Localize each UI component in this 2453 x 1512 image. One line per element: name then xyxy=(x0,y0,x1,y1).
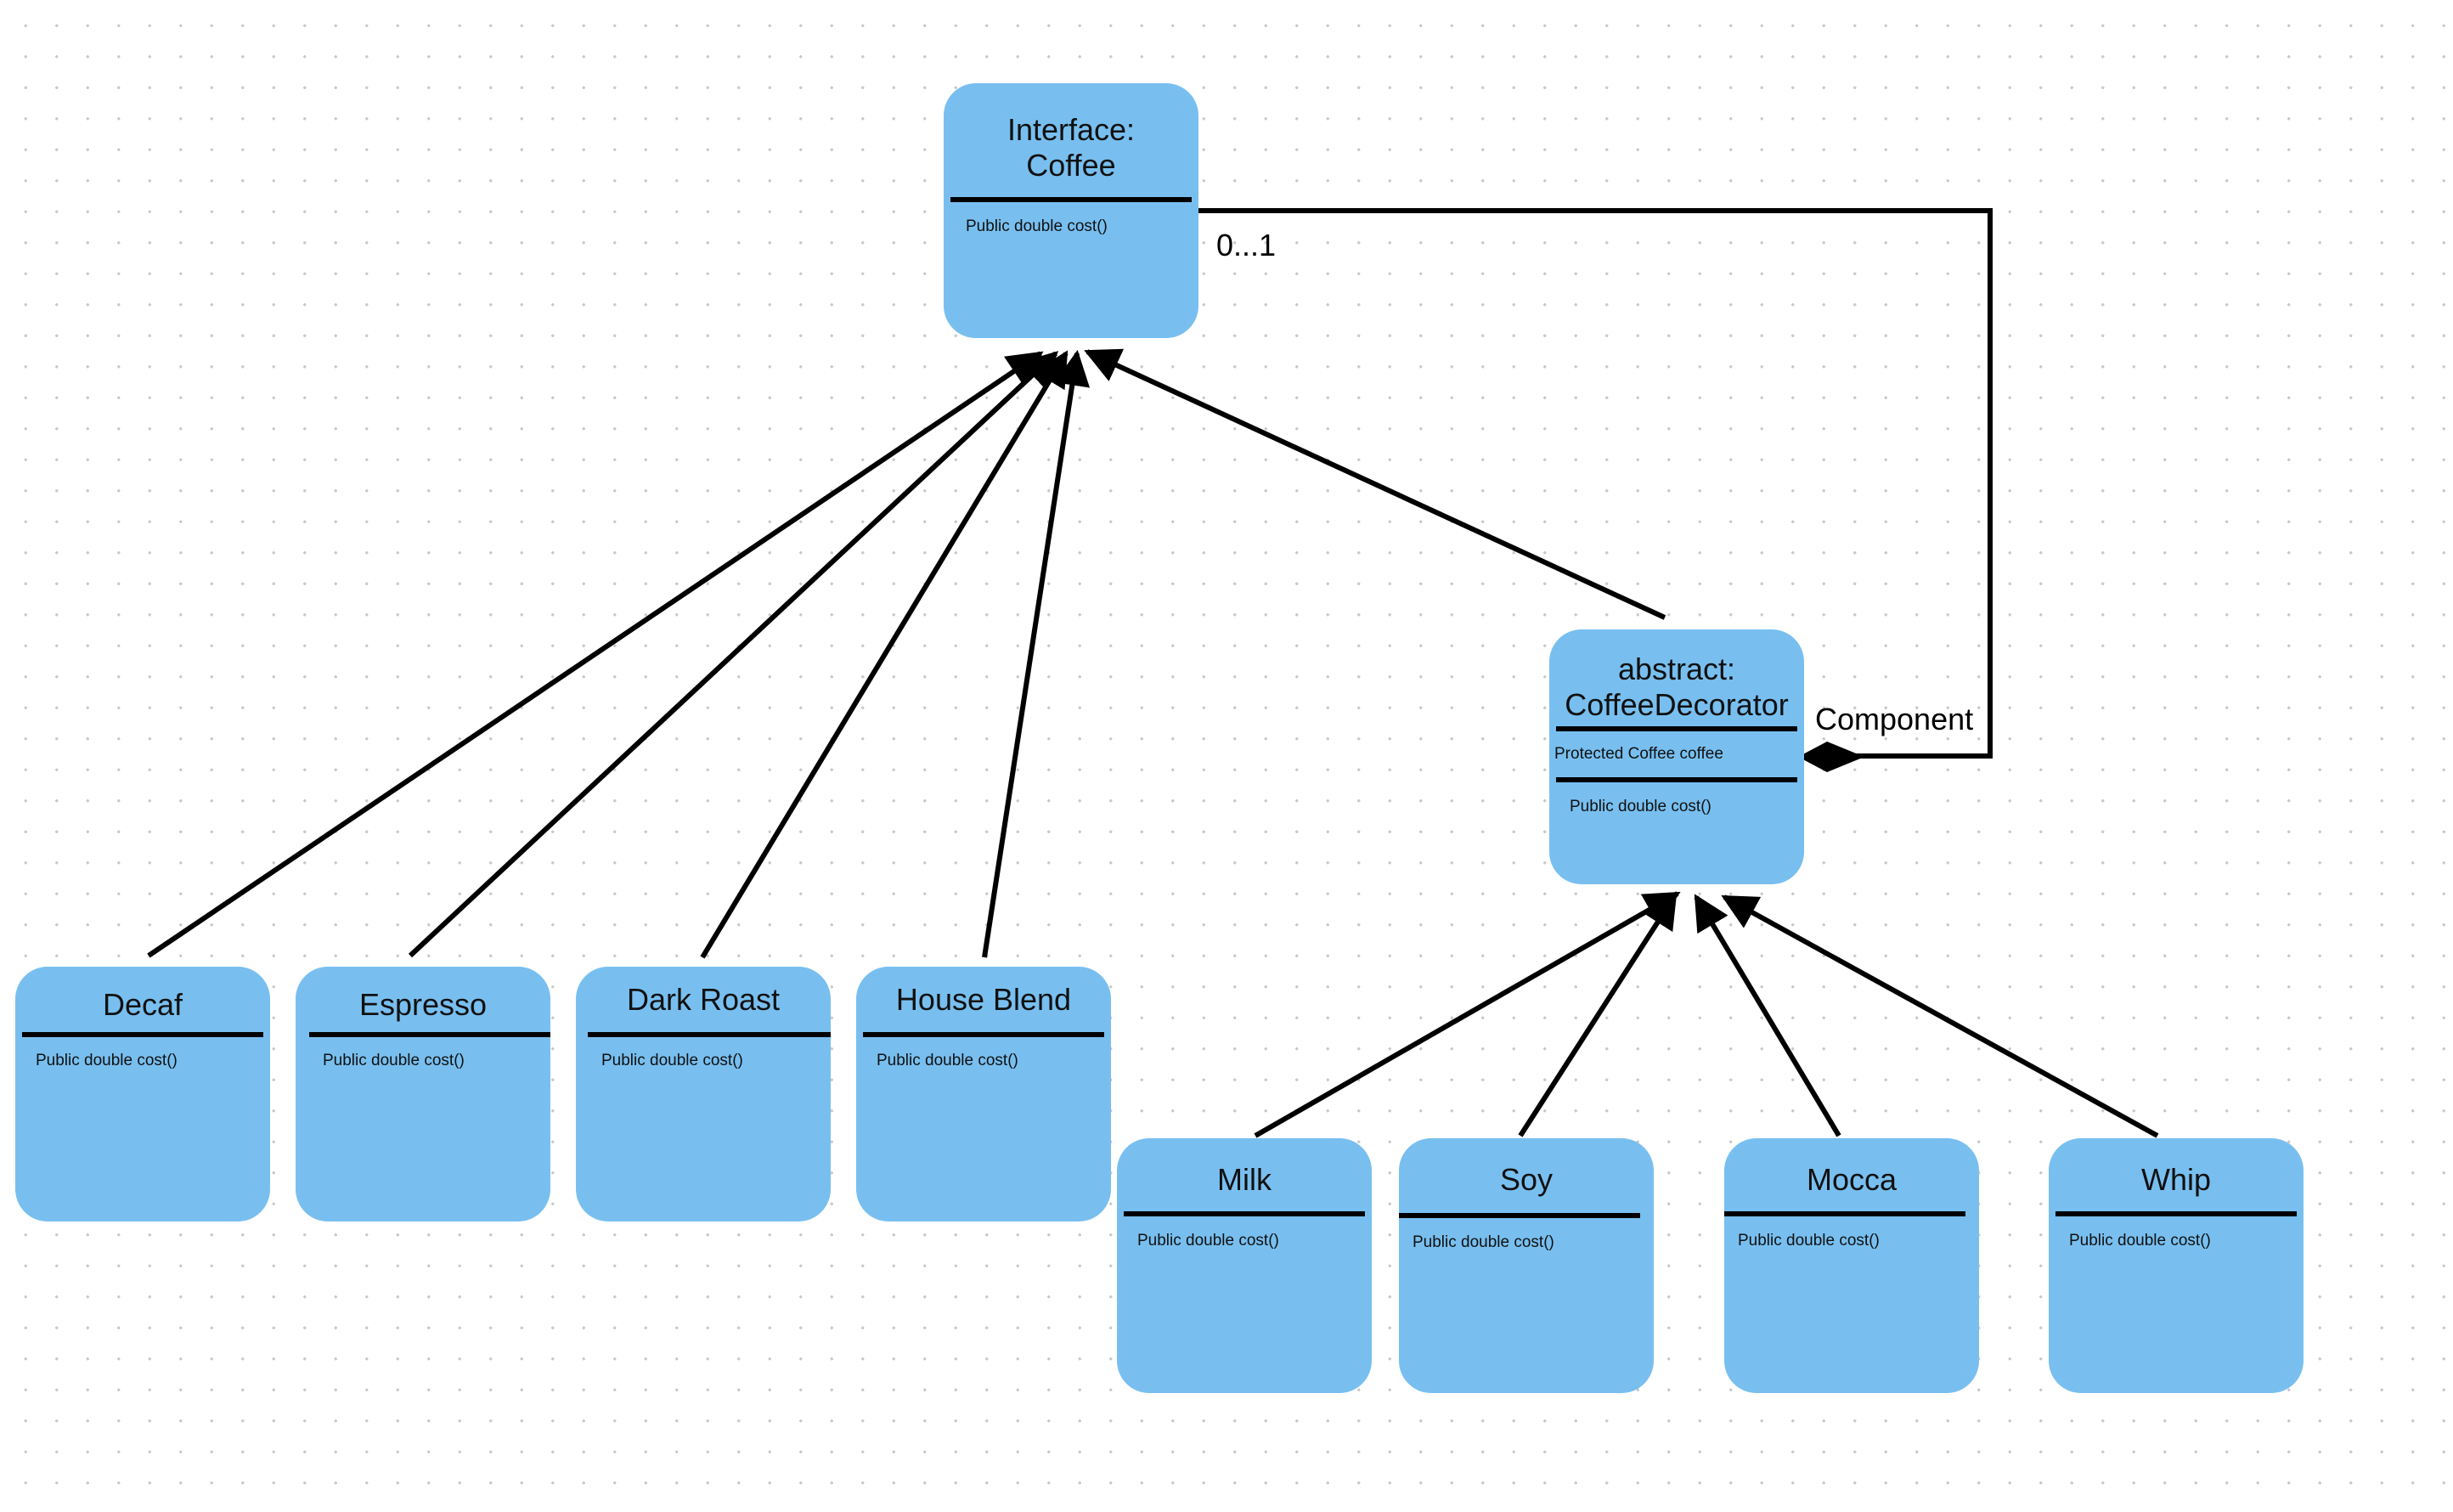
role-label-component: Component xyxy=(1815,702,1974,736)
component-name: House Blend xyxy=(895,982,1072,1017)
interface-coffee-title-line1: Interface: xyxy=(1007,112,1136,147)
interface-coffee-method: Public double cost() xyxy=(966,217,1108,235)
composition-diamond xyxy=(1798,742,1864,772)
decorator-name: Soy xyxy=(1499,1162,1554,1197)
component-divider xyxy=(588,1032,831,1037)
component-method: Public double cost() xyxy=(36,1052,178,1069)
abstract-decorator-title-line1: abstract: xyxy=(1617,652,1736,686)
decorator-box-soy[interactable]: Soy Public double cost() xyxy=(1399,1138,1654,1393)
multiplicity-label: 0...1 xyxy=(1216,228,1277,262)
edge-decaf-to-coffee xyxy=(147,351,1044,958)
abstract-decorator-divider-2 xyxy=(1556,777,1797,782)
edge-composition-coffee xyxy=(1198,208,1993,759)
edge-espresso-to-coffee xyxy=(408,351,1059,958)
component-box-decaf[interactable]: Decaf Public double cost() xyxy=(15,967,270,1221)
decorator-box-mocca[interactable]: Mocca Public double cost() xyxy=(1724,1138,1979,1393)
abstract-decorator-field: Protected Coffee coffee xyxy=(1554,745,1723,763)
interface-coffee-title-line2: Coffee xyxy=(1026,148,1116,183)
component-name: Espresso xyxy=(358,987,488,1022)
edge-mocca-to-decorator xyxy=(1694,894,1841,1137)
component-name: Decaf xyxy=(102,987,183,1022)
abstract-decorator-method: Public double cost() xyxy=(1570,798,1711,815)
decorator-divider xyxy=(1124,1211,1365,1216)
edge-milk-to-decorator xyxy=(1254,891,1681,1138)
component-box-house-blend[interactable]: House Blend Public double cost() xyxy=(856,967,1111,1221)
decorator-box-milk[interactable]: Milk Public double cost() xyxy=(1117,1138,1372,1393)
decorator-method: Public double cost() xyxy=(2069,1232,2211,1250)
edge-soy-to-decorator xyxy=(1518,892,1678,1137)
abstract-decorator-divider-1 xyxy=(1556,726,1797,731)
abstract-decorator-box[interactable]: abstract: CoffeeDecorator Protected Coff… xyxy=(1549,629,1804,884)
component-box-dark-roast[interactable]: Dark Roast Public double cost() xyxy=(576,967,831,1221)
decorator-divider xyxy=(1399,1213,1640,1218)
decorator-name: Whip xyxy=(2140,1162,2212,1197)
decorator-box-whip[interactable]: Whip Public double cost() xyxy=(2049,1138,2304,1393)
decorator-method: Public double cost() xyxy=(1738,1232,1880,1250)
decorator-divider xyxy=(2055,1211,2297,1216)
interface-coffee-box[interactable]: Interface: Coffee Public double cost() xyxy=(944,83,1198,338)
component-method: Public double cost() xyxy=(601,1052,743,1069)
decorator-name: Milk xyxy=(1217,1162,1272,1197)
component-divider xyxy=(309,1032,550,1037)
edge-darkroast-to-coffee xyxy=(700,350,1069,959)
component-method: Public double cost() xyxy=(323,1052,465,1069)
decorator-method: Public double cost() xyxy=(1413,1233,1554,1251)
edge-whip-to-decorator xyxy=(1721,894,2159,1138)
edge-decorator-to-coffee xyxy=(1084,348,1666,620)
decorator-method: Public double cost() xyxy=(1137,1232,1279,1250)
component-box-espresso[interactable]: Espresso Public double cost() xyxy=(296,967,550,1221)
component-name: Dark Roast xyxy=(626,982,781,1017)
component-method: Public double cost() xyxy=(877,1052,1018,1069)
abstract-decorator-title-line2: CoffeeDecorator xyxy=(1565,687,1789,722)
component-divider xyxy=(863,1032,1104,1037)
interface-coffee-divider xyxy=(950,197,1192,202)
decorator-name: Mocca xyxy=(1806,1162,1898,1197)
decorator-divider xyxy=(1724,1211,1965,1216)
component-divider xyxy=(22,1032,263,1037)
edge-houseblend-to-coffee xyxy=(982,349,1091,958)
